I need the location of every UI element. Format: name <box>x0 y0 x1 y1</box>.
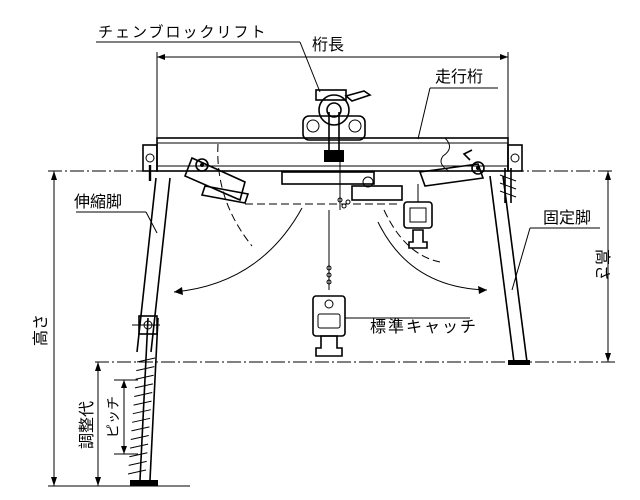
fixed-leg-callout <box>511 227 600 291</box>
pitch-hole-mark <box>128 460 147 466</box>
center-trolley <box>281 171 403 201</box>
running-girder <box>156 137 509 172</box>
pitch-hole-mark <box>132 409 151 415</box>
pitch-hole-mark <box>135 374 154 380</box>
running-girder-callout <box>417 87 498 140</box>
pitch-hole-mark <box>134 383 154 389</box>
hoist-chain <box>326 160 351 290</box>
telescopic-leg-callout <box>76 211 158 234</box>
pitch-hole-mark <box>127 469 147 475</box>
height-label-right: 高さ <box>593 249 612 281</box>
chain-block-lift <box>302 89 372 162</box>
leg-pitch-holes <box>127 357 156 475</box>
pitch-hole-mark <box>129 452 148 458</box>
upper-catch <box>403 184 433 249</box>
pitch-hole-mark <box>130 435 149 441</box>
girder-length-dimension <box>156 52 509 138</box>
standard-catch <box>312 295 470 357</box>
pitch-hole-mark <box>132 417 151 423</box>
girder-length-label: 桁長 <box>312 35 344 54</box>
right-arm <box>418 149 485 187</box>
pitch-hole-mark <box>133 400 152 406</box>
fixed-leg <box>489 175 530 365</box>
running-girder-label: 走行桁 <box>435 67 483 86</box>
telescopic-leg <box>130 177 171 486</box>
left-end-bracket <box>142 144 158 181</box>
chain-block-lift-callout <box>96 41 321 93</box>
pitch-hole-mark <box>134 391 153 397</box>
right-end-bracket <box>499 144 523 203</box>
left-arm <box>183 156 250 204</box>
standard-catch-label: 標準キャッチ <box>370 317 478 336</box>
pitch-hole-mark <box>136 366 155 372</box>
rotation-arcs <box>173 143 488 295</box>
height-dimension-left <box>51 171 57 486</box>
pitch-hole-mark <box>131 426 150 432</box>
pitch-hole-mark <box>129 443 149 449</box>
adjustment-margin-label: 調整代 <box>77 401 96 449</box>
pitch-hole-mark <box>136 357 156 363</box>
fixed-leg-label: 固定脚 <box>543 208 591 227</box>
pitch-dimension <box>114 379 138 455</box>
pitch-label: ピッチ <box>106 396 122 438</box>
height-dimension-right <box>605 171 611 362</box>
height-label-left: 高さ <box>31 314 50 346</box>
adjustment-dimension <box>95 362 101 486</box>
chain-block-lift-label: チェンブロックリフト <box>98 23 268 41</box>
telescopic-leg-label: 伸縮脚 <box>74 192 122 211</box>
